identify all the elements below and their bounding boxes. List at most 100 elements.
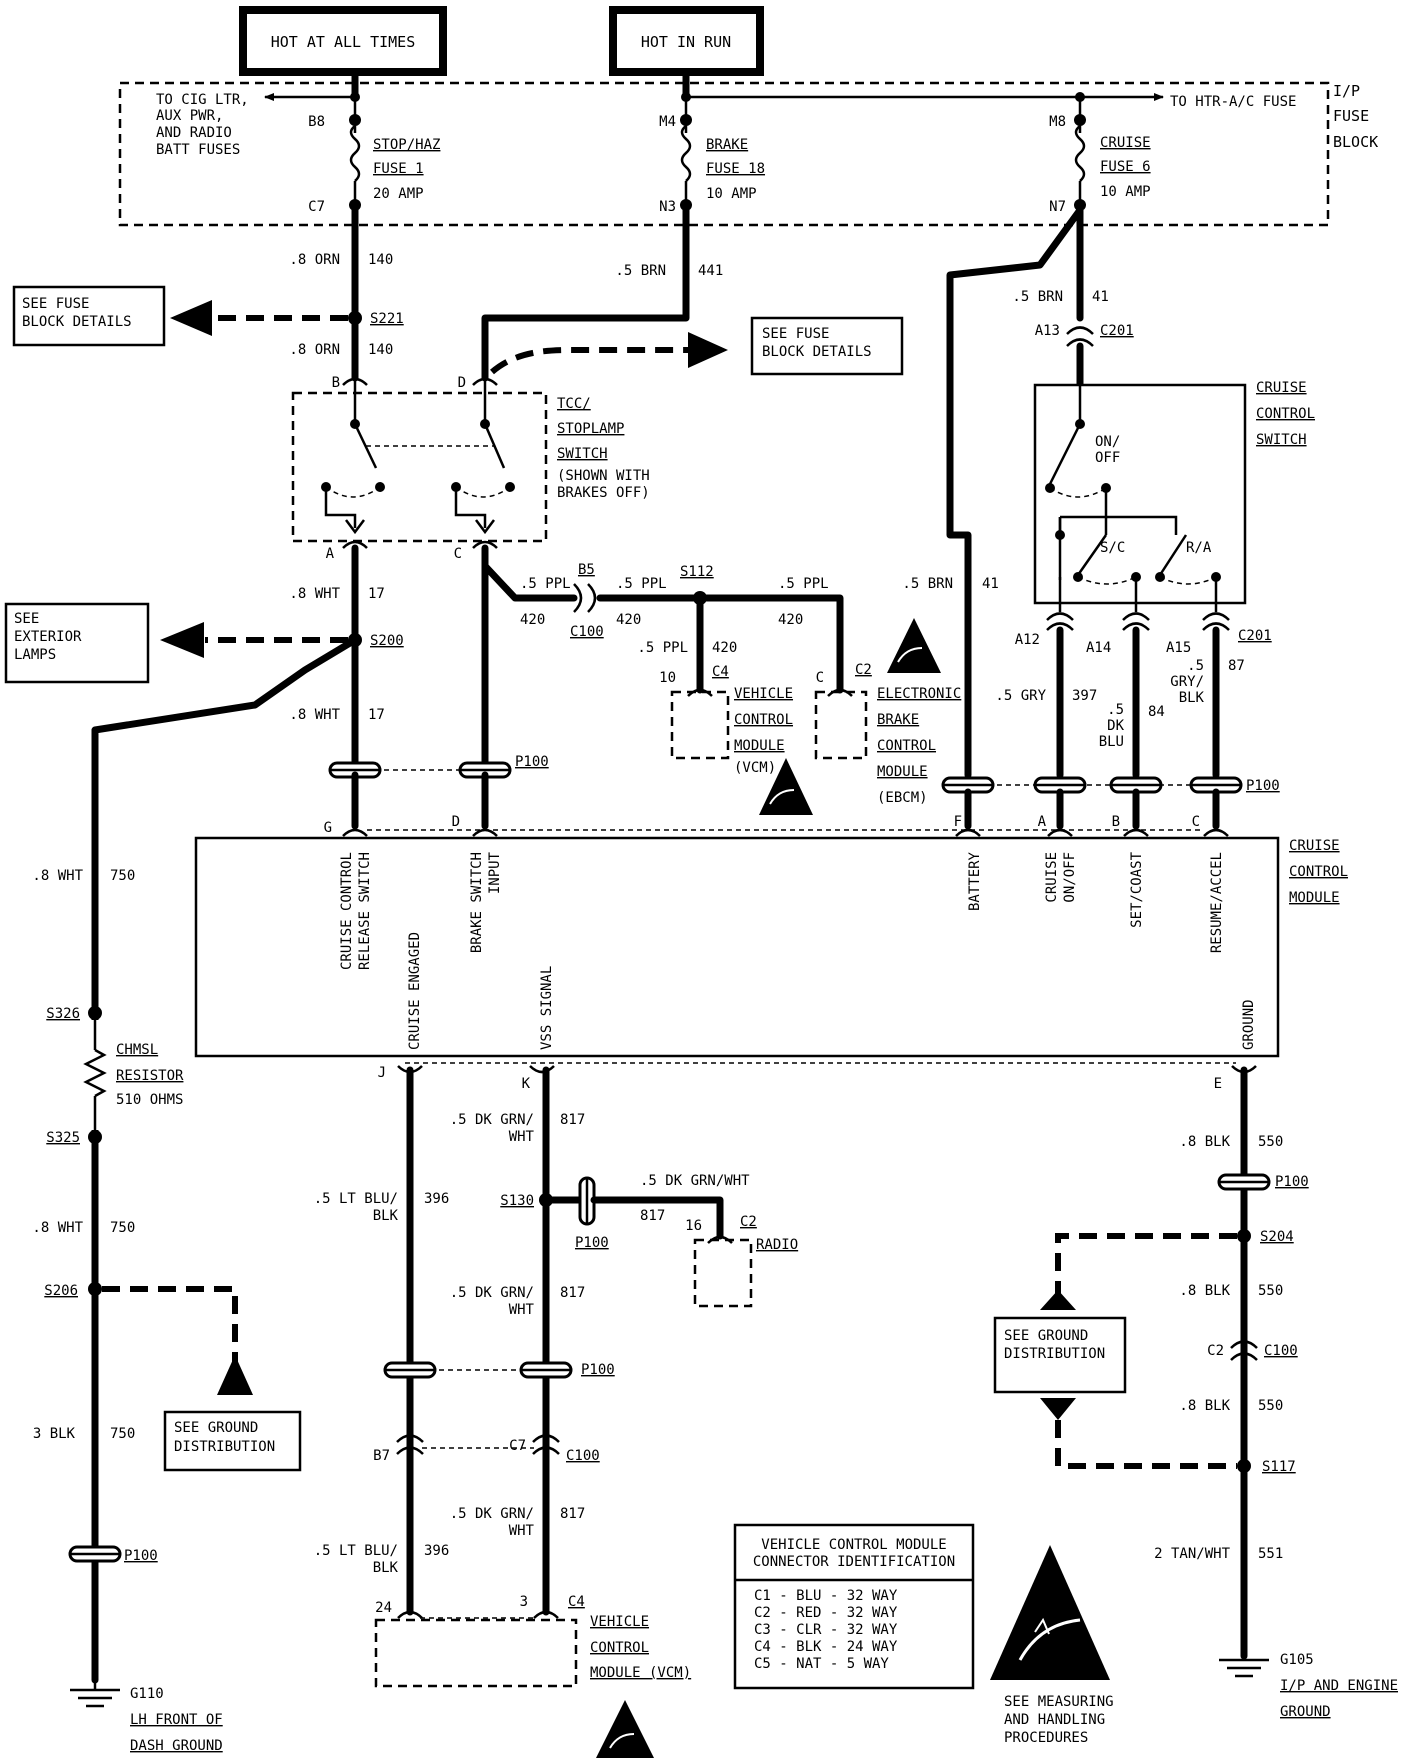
splice-s200-label: S200 <box>370 633 404 649</box>
svg-text:10: 10 <box>659 670 676 686</box>
svg-text:.5 PPL: .5 PPL <box>520 576 571 592</box>
splice-s325 <box>88 1130 102 1144</box>
svg-text:BRAKE: BRAKE <box>877 712 919 728</box>
to-htr-ac-fuse-label: TO HTR-A/C FUSE <box>1170 94 1296 110</box>
svg-text:CONTROL: CONTROL <box>877 738 936 754</box>
svg-text:550: 550 <box>1258 1398 1283 1414</box>
svg-text:SEE MEASURING: SEE MEASURING <box>1004 1694 1114 1710</box>
svg-text:VEHICLE: VEHICLE <box>590 1614 649 1630</box>
svg-text:396: 396 <box>424 1191 449 1207</box>
svg-text:C5 - NAT - 5 WAY: C5 - NAT - 5 WAY <box>754 1656 889 1672</box>
cruise-fuse-6: M8 N7 CRUISE FUSE 6 10 AMP <box>1049 92 1151 215</box>
svg-text:TO CIG LTR,: TO CIG LTR, <box>156 92 249 108</box>
svg-text:.5 DK GRN/WHT: .5 DK GRN/WHT <box>640 1173 750 1189</box>
svg-text:550: 550 <box>1258 1134 1283 1150</box>
svg-text:.8 BLK: .8 BLK <box>1179 1134 1230 1150</box>
svg-text:P100: P100 <box>515 754 549 770</box>
svg-text:(EBCM): (EBCM) <box>877 790 928 806</box>
svg-text:C: C <box>816 670 824 686</box>
p100-radio-branch: P100 <box>575 1176 609 1251</box>
svg-text:CRUISE: CRUISE <box>1100 135 1151 151</box>
svg-text:420: 420 <box>520 612 545 628</box>
svg-text:A13: A13 <box>1035 323 1060 339</box>
svg-text:WHT: WHT <box>509 1129 535 1145</box>
p100-ground: P100 <box>1217 1173 1309 1191</box>
svg-text:RADIO: RADIO <box>756 1237 798 1253</box>
see-fuse-block-details-right: SEE FUSE BLOCK DETAILS <box>750 316 904 376</box>
svg-text:CRUISE CONTROL: CRUISE CONTROL <box>339 852 355 970</box>
svg-text:N3: N3 <box>659 199 676 215</box>
svg-text:B5: B5 <box>578 562 595 578</box>
svg-text:BLK: BLK <box>1179 690 1205 706</box>
svg-text:ON/: ON/ <box>1095 434 1120 450</box>
svg-text:RESUME/ACCEL: RESUME/ACCEL <box>1209 852 1225 953</box>
svg-text:TCC/: TCC/ <box>557 396 591 412</box>
svg-text:BRAKE SWITCH: BRAKE SWITCH <box>469 852 485 953</box>
svg-text:ELECTRONIC: ELECTRONIC <box>877 686 961 702</box>
svg-text:D: D <box>458 375 466 391</box>
svg-text:.5 PPL: .5 PPL <box>778 576 829 592</box>
svg-text:SWITCH: SWITCH <box>1256 432 1307 448</box>
splice-s206 <box>88 1282 102 1296</box>
chmsl-resistor: CHMSL RESISTOR 510 OHMS <box>116 1042 184 1108</box>
splice-s117 <box>1237 1459 1251 1473</box>
svg-text:P100: P100 <box>1246 778 1280 794</box>
svg-text:C4: C4 <box>712 664 729 680</box>
svg-text:K: K <box>522 1076 531 1092</box>
svg-text:I/P: I/P <box>1333 82 1360 100</box>
svg-text:MODULE: MODULE <box>1289 890 1340 906</box>
esd-warning-icon <box>887 618 941 673</box>
svg-text:WHT: WHT <box>509 1302 535 1318</box>
svg-text:G: G <box>324 820 332 836</box>
svg-text:P100: P100 <box>575 1235 609 1251</box>
svg-text:.5 DK GRN/: .5 DK GRN/ <box>450 1112 534 1128</box>
svg-text:P100: P100 <box>581 1362 615 1378</box>
wire-140-circuit: 140 <box>368 252 393 268</box>
svg-text:C: C <box>454 546 462 562</box>
svg-text:F: F <box>954 814 962 830</box>
cruise-control-switch: ON/ OFF CRUISE CONTROL SWITCH S/C R/A <box>1033 380 1315 605</box>
splice-s326 <box>88 1006 102 1020</box>
svg-text:VEHICLE CONTROL MODULE: VEHICLE CONTROL MODULE <box>761 1537 946 1553</box>
svg-text:A14: A14 <box>1086 640 1111 656</box>
svg-text:S117: S117 <box>1262 1459 1296 1475</box>
svg-text:SEE: SEE <box>14 611 39 627</box>
tcc-stoplamp-switch: B D A C TCC/ STOPLAMP SWITCH (SHOWN WITH… <box>291 375 650 562</box>
svg-text:CRUISE ENGAGED: CRUISE ENGAGED <box>407 932 423 1050</box>
svg-text:S206: S206 <box>44 1283 78 1299</box>
svg-text:ON/OFF: ON/OFF <box>1062 852 1078 903</box>
svg-text:.8 WHT: .8 WHT <box>289 586 340 602</box>
svg-text:.8 BLK: .8 BLK <box>1179 1283 1230 1299</box>
svg-text:A15: A15 <box>1166 640 1191 656</box>
vcm-module-bottom: 24 3 C4 VEHICLE CONTROL MODULE (VCM) <box>374 1594 691 1688</box>
svg-text:GROUND: GROUND <box>1280 1704 1331 1720</box>
svg-text:(SHOWN WITH: (SHOWN WITH <box>557 468 650 484</box>
svg-text:C100: C100 <box>566 1448 600 1464</box>
svg-text:MODULE: MODULE <box>877 764 928 780</box>
svg-text:GRY/: GRY/ <box>1170 674 1204 690</box>
svg-text:SEE FUSE: SEE FUSE <box>22 296 89 312</box>
esd-warning-icon <box>596 1700 654 1758</box>
see-measuring-handling-procedures: SEE MEASURING AND HANDLING PROCEDURES <box>990 1545 1114 1746</box>
svg-text:EXTERIOR: EXTERIOR <box>14 629 82 645</box>
esd-warning-icon <box>759 758 813 815</box>
svg-text:BATT FUSES: BATT FUSES <box>156 142 240 158</box>
svg-text:AUX PWR,: AUX PWR, <box>156 108 223 124</box>
svg-text:.5 DK GRN/: .5 DK GRN/ <box>450 1506 534 1522</box>
svg-text:S130: S130 <box>500 1193 534 1209</box>
svg-text:C2: C2 <box>740 1214 757 1230</box>
svg-text:B7: B7 <box>373 1448 390 1464</box>
see-exterior-lamps: SEE EXTERIOR LAMPS <box>4 602 150 684</box>
svg-text:D: D <box>452 814 460 830</box>
p100-left: P100 <box>68 1545 158 1564</box>
svg-text:B: B <box>1112 814 1120 830</box>
svg-text:RELEASE SWITCH: RELEASE SWITCH <box>357 852 373 970</box>
svg-text:A: A <box>326 546 335 562</box>
svg-text:HOT IN RUN: HOT IN RUN <box>641 33 731 51</box>
svg-text:PROCEDURES: PROCEDURES <box>1004 1730 1088 1746</box>
hot-in-run-box: HOT IN RUN <box>609 6 764 76</box>
svg-text:M8: M8 <box>1049 114 1066 130</box>
svg-text:S/C: S/C <box>1100 540 1125 556</box>
svg-text:FUSE: FUSE <box>1333 107 1369 125</box>
fuse-block-title: I/P FUSE BLOCK <box>1333 82 1378 151</box>
